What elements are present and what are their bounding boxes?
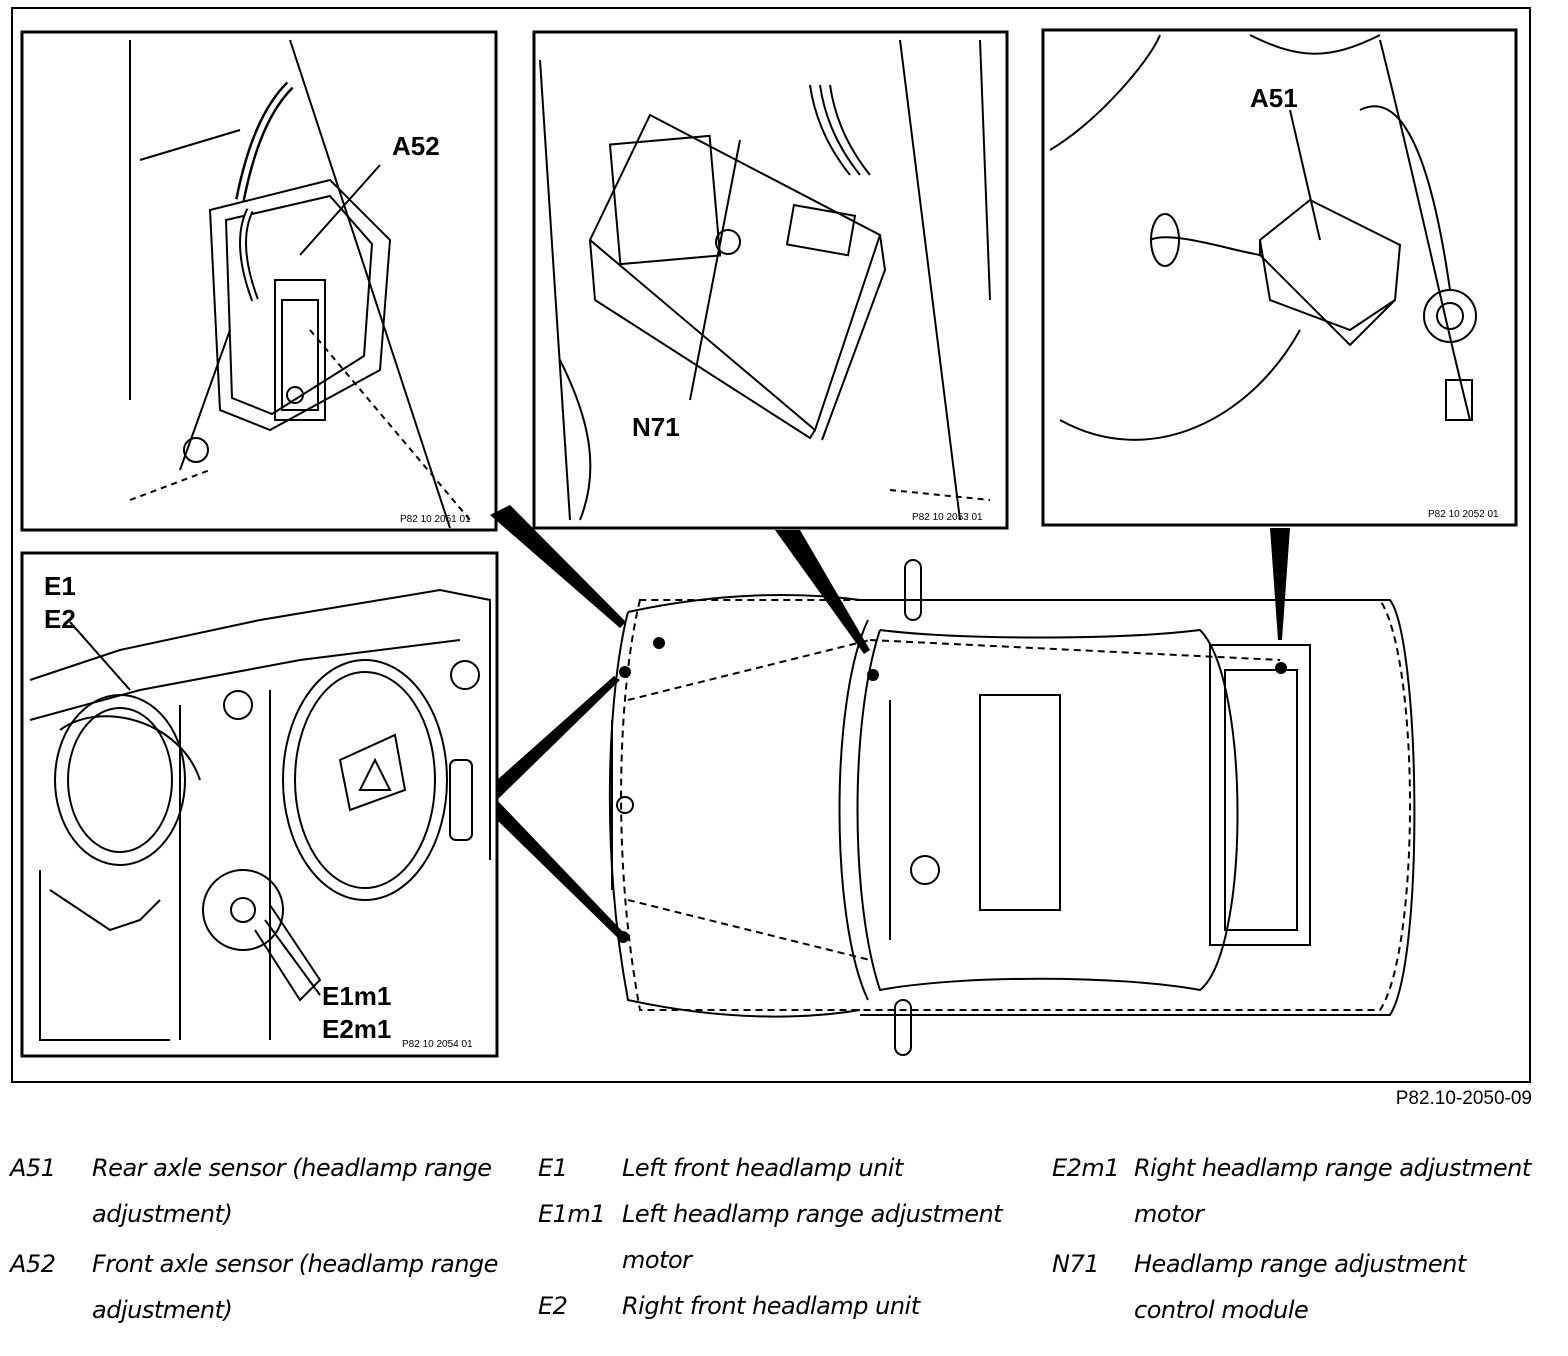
component-location-diagram: A52 P82 10 2051 01 N71 P82 10 2053 01 xyxy=(11,7,1531,1083)
legend-column-2: E1 Left front headlamp unit E1m1 Left he… xyxy=(538,1145,1008,1333)
legend-text-cont: adjustment) xyxy=(92,1200,233,1228)
legend-text-cont: motor xyxy=(622,1246,692,1274)
legend-text: Left headlamp range adjustment xyxy=(622,1200,1003,1228)
legend-code: A51 xyxy=(10,1154,56,1182)
panel-a52: A52 P82 10 2051 01 xyxy=(20,30,498,532)
legend: A51 Rear axle sensor (headlamp range adju… xyxy=(0,1145,1568,1345)
panel-ref-a52: P82 10 2051 01 xyxy=(400,514,471,525)
callout-e2: E2 xyxy=(44,604,76,634)
pointer-wedges xyxy=(490,505,1290,940)
callout-a51: A51 xyxy=(1250,83,1298,113)
panel-ref-n71: P82 10 2053 01 xyxy=(912,512,983,523)
callout-e1m1: E1m1 xyxy=(322,981,391,1011)
car-top-view xyxy=(608,559,1416,1056)
legend-code: E2m1 xyxy=(1052,1154,1120,1182)
legend-code: A52 xyxy=(10,1250,56,1278)
sensor-location-dots xyxy=(617,637,1287,943)
legend-code: N71 xyxy=(1052,1250,1100,1278)
legend-text: Right headlamp range adjustment xyxy=(1134,1154,1531,1182)
legend-item: E2m1 Right headlamp range adjustment moto… xyxy=(1052,1145,1552,1237)
callout-a52: A52 xyxy=(392,131,440,161)
legend-code: E2 xyxy=(538,1292,568,1320)
figure-reference: P82.10-2050-09 xyxy=(1395,1088,1532,1109)
callout-n71: N71 xyxy=(632,412,680,442)
legend-text: Rear axle sensor (headlamp range xyxy=(92,1154,492,1182)
panel-e1-e2: E1 E2 E1m1 E2m1 P82 10 2054 01 xyxy=(20,551,499,1058)
legend-text: Right front headlamp unit xyxy=(622,1292,920,1320)
legend-item: A52 Front axle sensor (headlamp range adj… xyxy=(10,1241,510,1333)
legend-code: E1m1 xyxy=(538,1200,606,1228)
legend-text-cont: motor xyxy=(1134,1200,1204,1228)
callout-e2m1: E2m1 xyxy=(322,1014,391,1044)
figure-frame xyxy=(11,7,1531,1083)
legend-text-cont: control module xyxy=(1134,1296,1309,1324)
legend-item: E2 Right front headlamp unit xyxy=(538,1283,1008,1329)
legend-item: N71 Headlamp range adjustment control mod… xyxy=(1052,1241,1552,1333)
legend-text: Front axle sensor (headlamp range xyxy=(92,1250,498,1278)
legend-text: Headlamp range adjustment xyxy=(1134,1250,1466,1278)
legend-column-1: A51 Rear axle sensor (headlamp range adju… xyxy=(10,1145,510,1337)
legend-item: A51 Rear axle sensor (headlamp range adju… xyxy=(10,1145,510,1237)
legend-text-cont: adjustment) xyxy=(92,1296,233,1324)
panel-n71: N71 P82 10 2053 01 xyxy=(532,30,1009,530)
legend-item: E1 Left front headlamp unit xyxy=(538,1145,1008,1191)
legend-code: E1 xyxy=(538,1154,568,1182)
legend-text: Left front headlamp unit xyxy=(622,1154,903,1182)
panel-ref-a51: P82 10 2052 01 xyxy=(1428,509,1499,520)
panel-ref-e1: P82 10 2054 01 xyxy=(402,1039,473,1050)
legend-column-3: E2m1 Right headlamp range adjustment moto… xyxy=(1052,1145,1552,1337)
panel-a51: A51 P82 10 2052 01 xyxy=(1041,28,1518,527)
callout-e1: E1 xyxy=(44,571,76,601)
legend-item: E1m1 Left headlamp range adjustment motor xyxy=(538,1191,1008,1283)
